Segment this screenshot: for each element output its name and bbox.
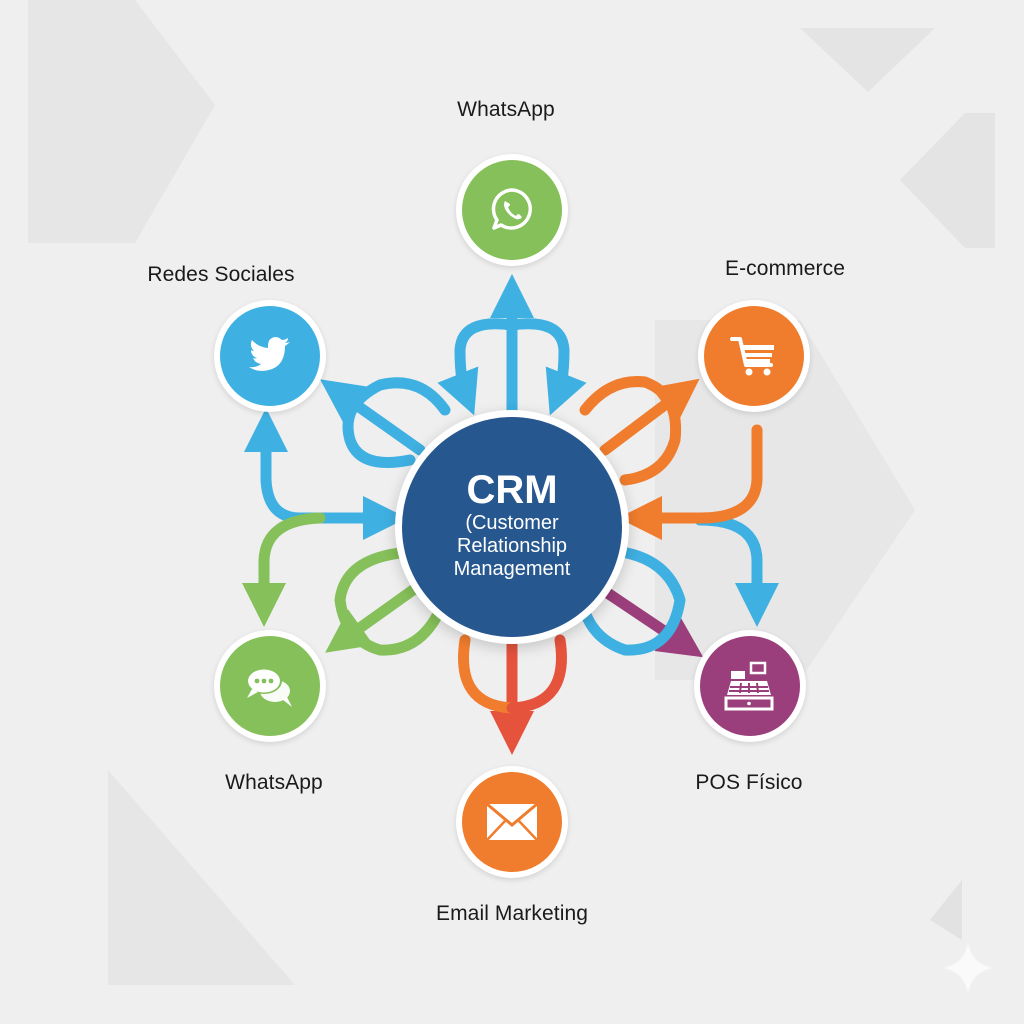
node-label-whatsapp-bottom: WhatsApp	[225, 771, 323, 794]
shopping-cart-icon	[730, 337, 774, 376]
envelope-icon	[486, 802, 538, 841]
node-redes-sociales[interactable]	[214, 300, 326, 412]
crm-hub-disc: CRM (Customer Relationship Management	[402, 417, 622, 637]
hub-title: CRM	[466, 467, 558, 512]
pos-disc	[700, 636, 800, 736]
node-whatsapp-bottom[interactable]	[214, 630, 326, 742]
hub-subtitle-line-3: Management	[453, 557, 571, 580]
twitter-disc	[220, 306, 320, 406]
twitter-bird-icon	[249, 337, 290, 371]
cart-disc	[704, 306, 804, 406]
chat-bubbles-icon	[246, 668, 292, 707]
whatsapp-icon	[491, 188, 532, 230]
node-email-marketing[interactable]	[456, 766, 568, 878]
sparkle-icon	[943, 943, 993, 993]
chat-disc	[220, 636, 320, 736]
hub-subtitle-line-2: Relationship	[456, 534, 568, 557]
node-whatsapp-top[interactable]	[456, 154, 568, 266]
node-label-redes-sociales: Redes Sociales	[147, 263, 295, 286]
crm-hub[interactable]: CRM (Customer Relationship Management	[395, 410, 629, 644]
email-disc	[462, 772, 562, 872]
cash-register-icon	[724, 661, 774, 711]
hub-subtitle-line-1: (Customer	[465, 511, 559, 534]
node-label-whatsapp-top: WhatsApp	[457, 98, 555, 121]
whatsapp-disc	[462, 160, 562, 260]
node-pos-fisico[interactable]	[694, 630, 806, 742]
node-label-e-commerce: E-commerce	[724, 257, 846, 280]
node-label-pos-fisico: POS Físico	[695, 771, 803, 794]
node-label-email-marketing: Email Marketing	[435, 902, 589, 925]
node-e-commerce[interactable]	[698, 300, 810, 412]
